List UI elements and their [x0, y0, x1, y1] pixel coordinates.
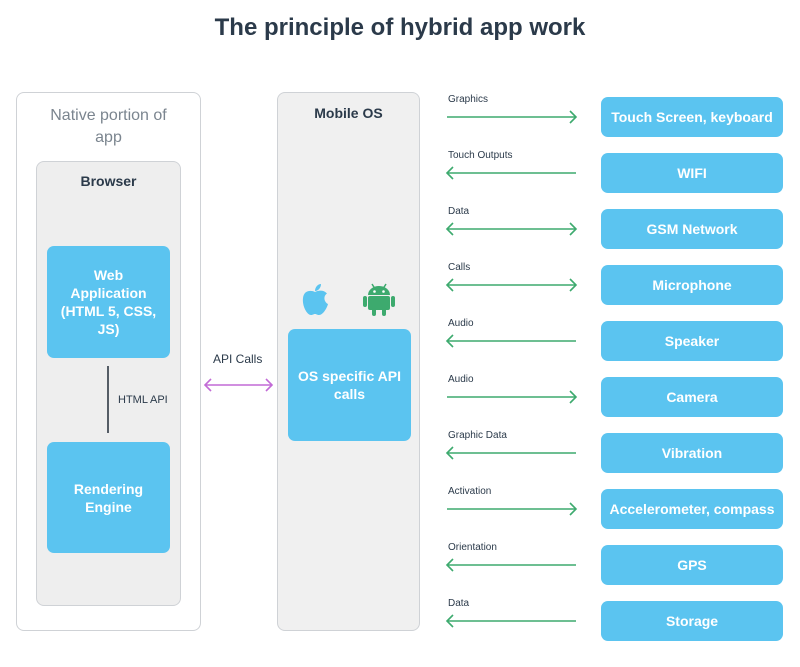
- device-box: Speaker: [601, 321, 783, 361]
- signal-label: Graphics: [448, 94, 489, 105]
- device-label: GPS: [677, 557, 707, 573]
- html-api-connector: [107, 366, 109, 433]
- device-label: Camera: [666, 389, 718, 405]
- device-box: Vibration: [601, 433, 783, 473]
- device-box: WIFI: [601, 153, 783, 193]
- device-label: Speaker: [664, 333, 720, 349]
- device-box: Microphone: [601, 265, 783, 305]
- rendering-engine-box: Rendering Engine: [47, 442, 170, 553]
- os-specific-api-box: OS specific API calls: [288, 329, 411, 441]
- device-box: GSM Network: [601, 209, 783, 249]
- device-box: Accelerometer, compass: [601, 489, 783, 529]
- device-box: Touch Screen, keyboard: [601, 97, 783, 137]
- signal-label: Touch Outputs: [448, 150, 513, 161]
- device-label: Accelerometer, compass: [609, 501, 775, 517]
- arrow-head-left: [445, 166, 454, 180]
- arrow-head-left: [445, 334, 454, 348]
- api-calls-arrow-head-left: [203, 378, 212, 392]
- signal-label: Audio: [448, 318, 474, 329]
- signal-label: Activation: [448, 486, 492, 497]
- web-application-box: Web Application (HTML 5, CSS, JS): [47, 246, 170, 358]
- signal-label: Data: [448, 206, 470, 217]
- device-label: Storage: [665, 613, 719, 629]
- apple-icon: [302, 284, 328, 315]
- api-calls-arrow-head-right: [265, 378, 274, 392]
- signal-label: Orientation: [448, 542, 497, 553]
- browser-label: Browser: [80, 173, 137, 189]
- arrow-head-left: [445, 446, 454, 460]
- arrow-head-right: [569, 278, 578, 292]
- api-calls-label: API Calls: [213, 352, 263, 366]
- signal-label: Audio: [448, 374, 474, 385]
- device-label: Vibration: [661, 445, 723, 461]
- html-api-label: HTML API: [118, 394, 168, 406]
- rendering-engine-label: Rendering Engine: [73, 480, 144, 515]
- page-title: The principle of hybrid app work: [214, 14, 586, 41]
- arrow-head-left: [445, 558, 454, 572]
- signal-label: Graphic Data: [448, 430, 507, 441]
- device-label: WIFI: [677, 165, 707, 181]
- os-specific-api-label: OS specific API calls: [298, 368, 401, 402]
- device-box: Camera: [601, 377, 783, 417]
- mobile-os-label: Mobile OS: [314, 105, 383, 121]
- arrow-head-right: [569, 110, 578, 124]
- arrow-head-left: [445, 278, 454, 292]
- android-icon: [363, 283, 395, 316]
- arrow-head-right: [569, 222, 578, 236]
- arrow-head-left: [445, 222, 454, 236]
- web-application-label: Web Application (HTML 5, CSS, JS): [60, 267, 157, 337]
- native-portion-label: Native portion of app: [50, 107, 167, 146]
- arrow-head-left: [445, 614, 454, 628]
- signal-label: Data: [448, 598, 470, 609]
- device-label: Touch Screen, keyboard: [611, 109, 773, 125]
- device-label: GSM Network: [646, 221, 738, 237]
- arrow-head-right: [569, 502, 578, 516]
- device-box: GPS: [601, 545, 783, 585]
- device-box: Storage: [601, 601, 783, 641]
- arrow-head-right: [569, 390, 578, 404]
- signal-label: Calls: [448, 262, 471, 273]
- device-label: Microphone: [652, 277, 732, 293]
